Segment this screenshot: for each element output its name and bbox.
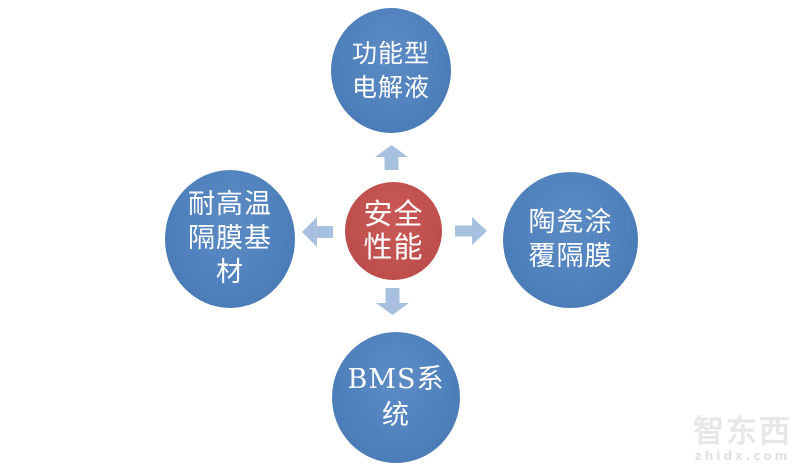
- node-bms-system: BMS系 统: [332, 332, 460, 463]
- node-high-temp-separator-base: 耐高温 隔膜基 材: [165, 170, 295, 308]
- arrow-left-icon: [302, 217, 333, 247]
- arrow-down-shape: [376, 288, 409, 315]
- node-label-line: 材: [216, 257, 244, 288]
- node-label-line: 耐高温: [188, 189, 272, 220]
- center-label-line: 安全: [363, 197, 424, 231]
- node-center-safety-performance: 安全 性能: [345, 182, 442, 280]
- node-label-line: 功能型: [351, 38, 430, 68]
- node-ceramic-coated-separator: 陶瓷涂 覆隔膜: [503, 172, 638, 308]
- node-functional-electrolyte: 功能型 电解液: [331, 8, 451, 133]
- node-label-line: 陶瓷涂: [528, 207, 613, 238]
- arrow-right-icon: [455, 217, 487, 245]
- center-label-line: 性能: [363, 230, 424, 264]
- node-label-line: BMS系: [347, 363, 445, 395]
- node-label-line: 统: [382, 399, 410, 431]
- arrow-down-icon: [376, 288, 409, 315]
- arrow-up-shape: [375, 145, 408, 170]
- arrow-right-shape: [455, 217, 487, 245]
- watermark-domain: zhidx.com: [694, 449, 791, 463]
- watermark-logo: 智东西: [693, 414, 792, 450]
- watermark: 智东西 zhidx.com: [693, 415, 792, 463]
- node-label-line: 隔膜基: [188, 223, 272, 254]
- node-label-line: 覆隔膜: [528, 241, 613, 272]
- node-label-line: 电解液: [351, 72, 430, 102]
- arrow-up-icon: [375, 145, 408, 170]
- arrow-left-shape: [302, 217, 333, 247]
